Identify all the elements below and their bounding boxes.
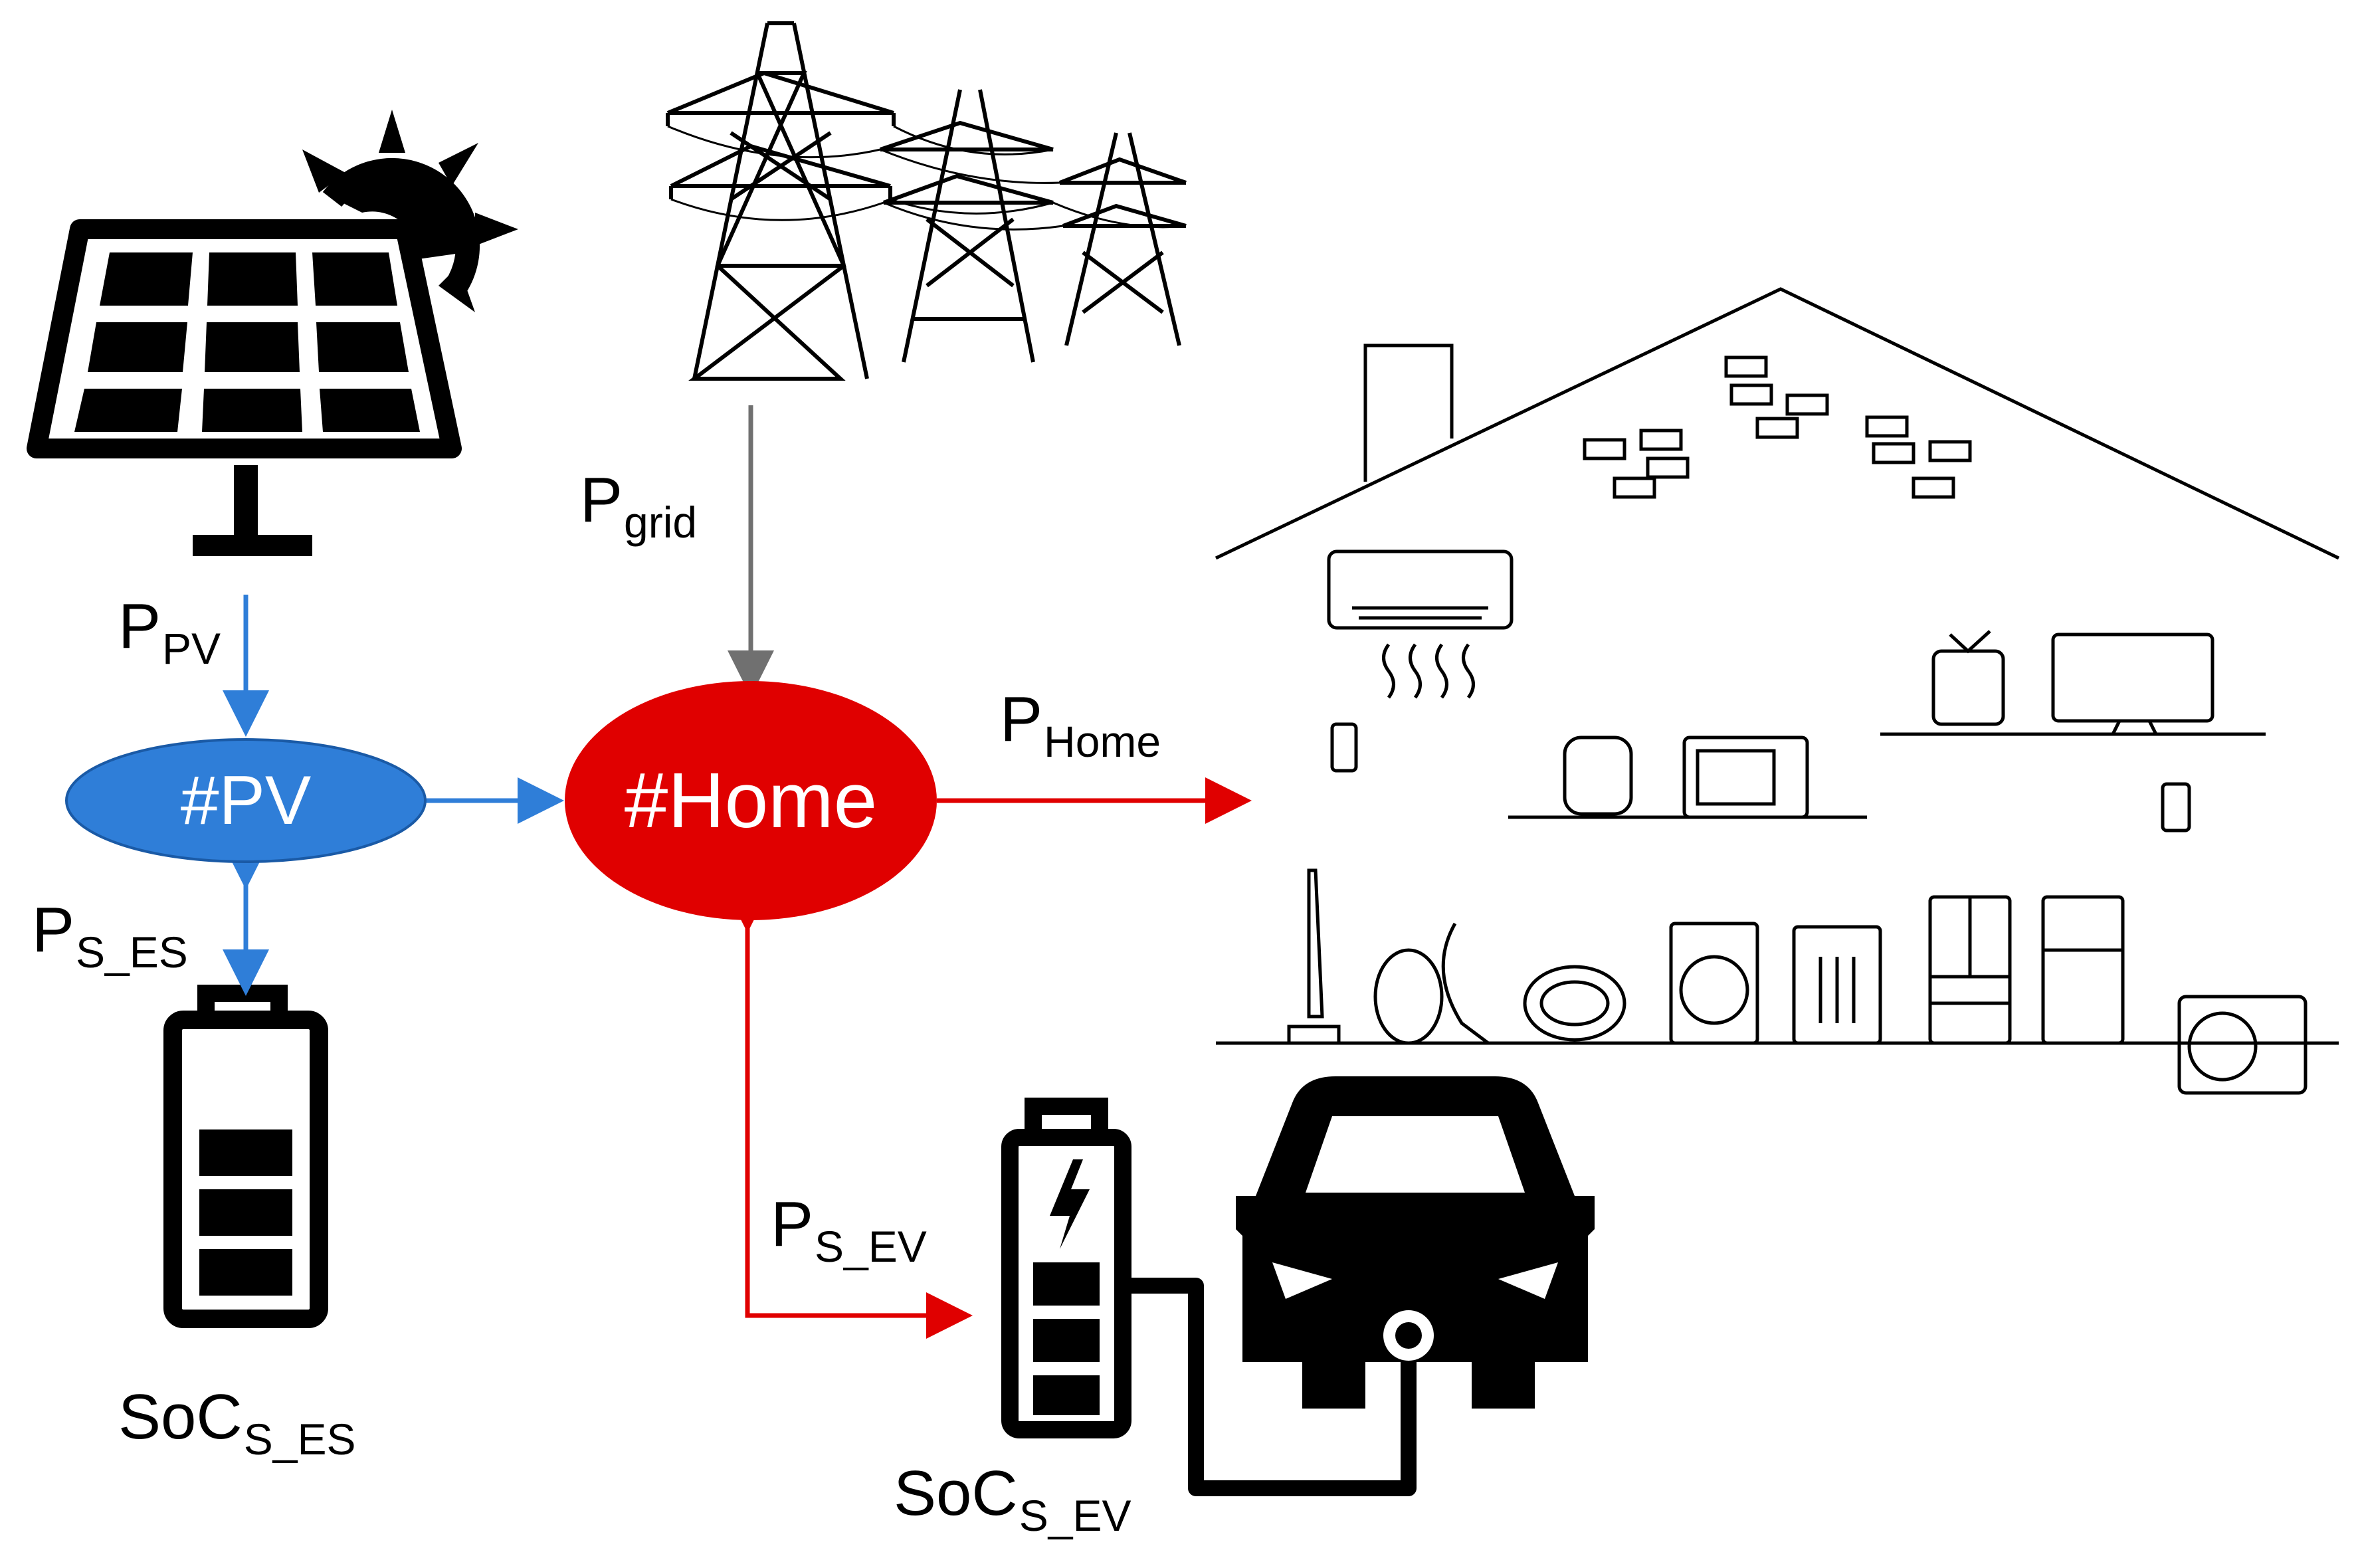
label-p-pv-sub: PV [162,624,221,673]
home-appliances-icon [1216,549,2339,1095]
arrow-home-ev [724,886,973,1339]
label-soc-s-es-main: SoC [118,1381,243,1452]
label-p-home-main: P [1000,684,1043,755]
label-p-s-es: PS_ES [32,898,188,975]
ev-battery-icon [1001,1098,1131,1438]
transmission-tower-icon [666,21,1187,381]
label-p-s-ev: PS_EV [771,1193,927,1269]
label-p-s-es-main: P [32,894,75,965]
label-p-home-sub: Home [1044,717,1161,766]
flow-arrows [223,405,1252,1339]
label-soc-s-es: SoCS_ES [118,1385,356,1462]
label-soc-s-ev-sub: S_EV [1019,1491,1131,1540]
label-p-grid: Pgrid [580,468,697,545]
electric-car-icon [1123,1076,1595,1496]
label-p-s-ev-sub: S_EV [815,1222,927,1271]
label-p-home: PHome [1000,688,1161,764]
label-p-s-ev-main: P [771,1189,814,1260]
house-icon [1215,287,2340,560]
label-p-grid-sub: grid [624,498,698,547]
solar-panel-icon [27,219,462,556]
label-p-s-es-sub: S_ES [76,928,188,977]
label-p-pv: PPV [118,595,221,671]
label-soc-s-es-sub: S_ES [243,1415,356,1464]
label-soc-s-ev: SoCS_EV [894,1462,1131,1538]
pv-node-label: #PV [180,762,312,839]
label-p-pv-main: P [118,591,161,662]
home-node-label: #Home [624,757,878,844]
home-node [565,681,937,920]
label-p-grid-main: P [580,464,623,536]
label-soc-s-ev-main: SoC [894,1458,1018,1529]
battery-icon [163,985,328,1328]
sun-icon [302,110,518,312]
pv-node [65,738,427,863]
